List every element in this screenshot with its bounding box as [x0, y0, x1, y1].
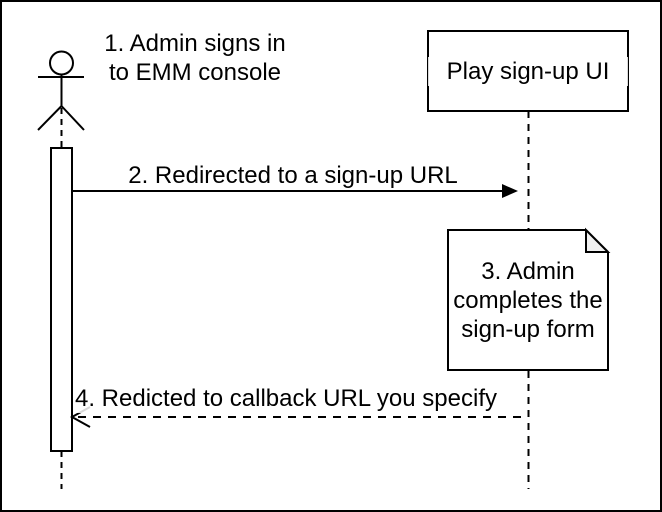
- actor-leg-left: [37, 105, 63, 131]
- actor-figure-icon: [37, 50, 85, 131]
- participant-box: [427, 30, 629, 112]
- message-2-arrow: [72, 184, 518, 198]
- actor-leg-right: [60, 105, 85, 131]
- message-4-arrow: [69, 406, 521, 428]
- note-shape: [447, 227, 611, 371]
- message-2-arrowhead-icon: [502, 184, 518, 198]
- actor-head: [49, 50, 74, 76]
- activation-bar: [50, 147, 73, 452]
- note-page: [447, 229, 609, 371]
- note-fold-icon: [585, 227, 611, 253]
